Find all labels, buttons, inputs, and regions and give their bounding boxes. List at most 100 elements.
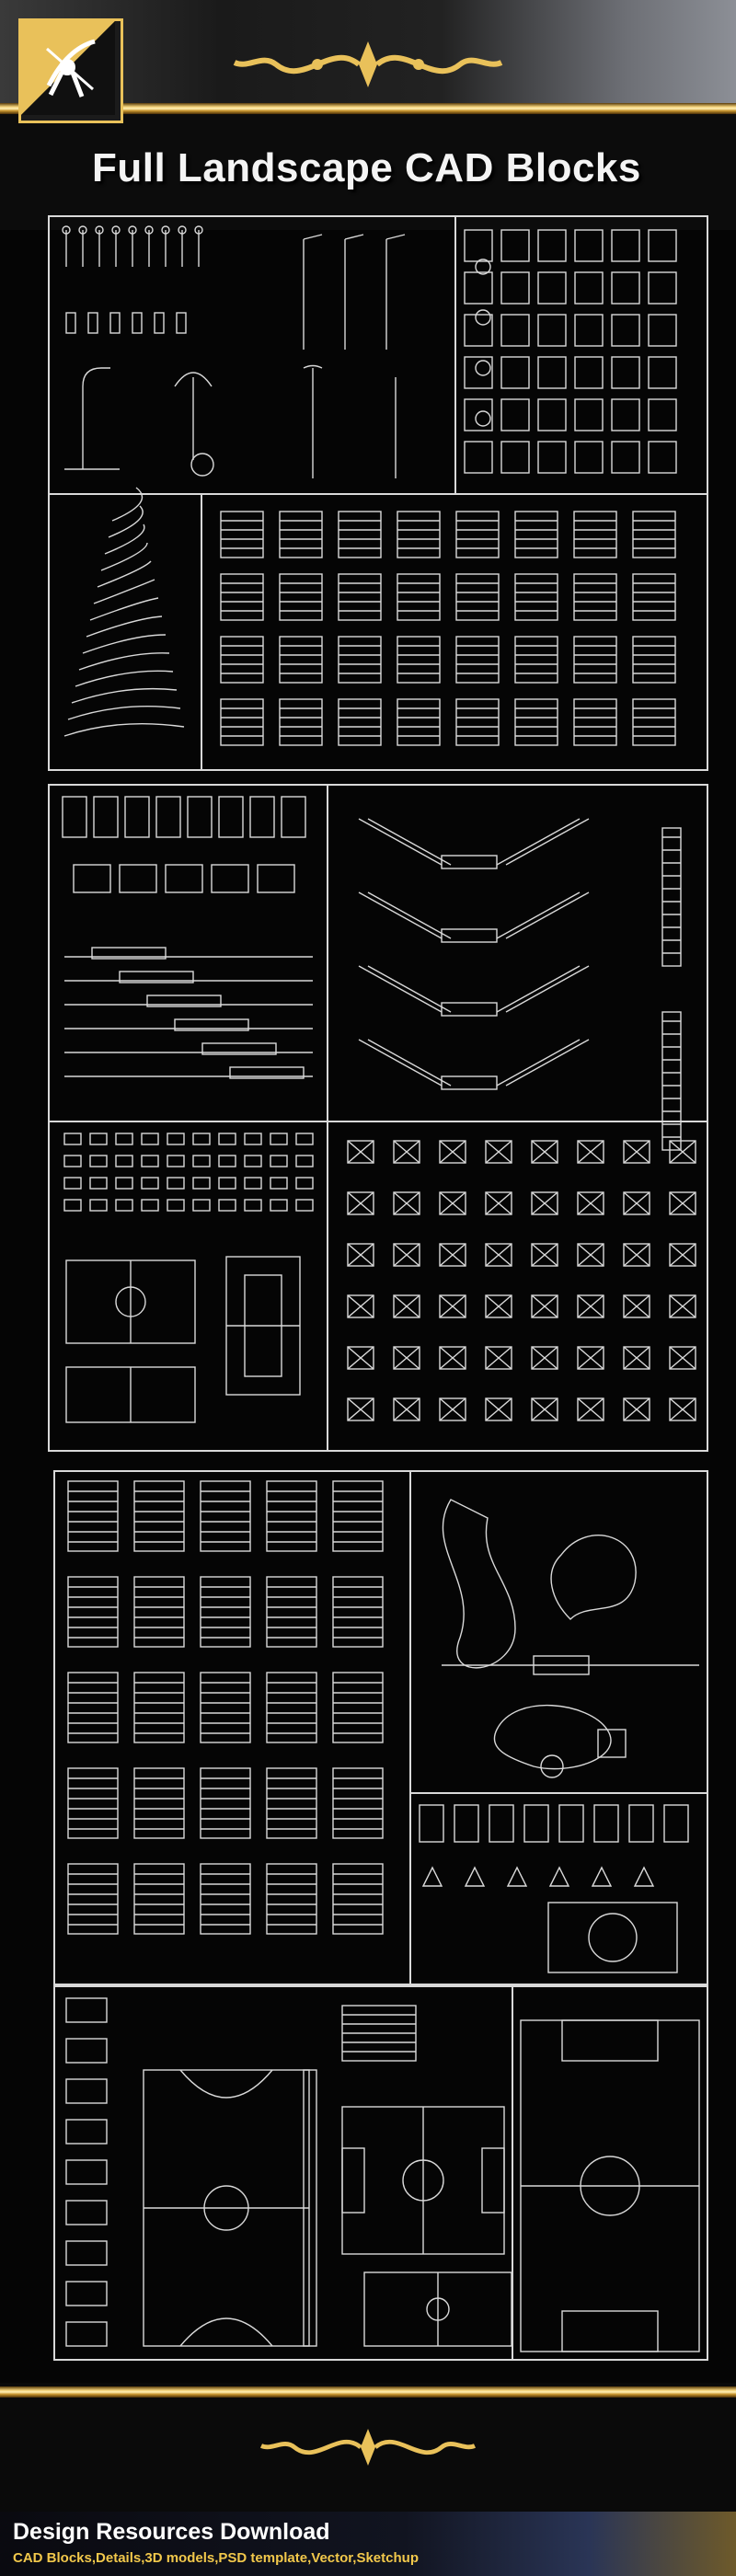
cad-thumbnail-icon (95, 225, 104, 235)
cad-thumbnail-icon (146, 995, 222, 1007)
cad-thumbnail-icon (577, 1346, 604, 1370)
cad-thumbnail-icon (577, 1243, 604, 1267)
cad-thumbnail-icon (161, 225, 170, 235)
cad-thumbnail-icon (154, 312, 165, 334)
panel-divider (327, 784, 328, 1452)
cad-thumbnail-icon (537, 314, 567, 347)
cad-thumbnail-icon (111, 487, 144, 522)
cad-thumbnail-icon (218, 796, 244, 838)
cad-thumbnail-icon (623, 1294, 650, 1318)
cad-thumbnail-icon (397, 573, 441, 621)
cad-thumbnail-icon (577, 1191, 604, 1215)
cad-thumbnail-icon (531, 1346, 558, 1370)
cad-thumbnail-icon (192, 1199, 211, 1212)
cad-thumbnail-icon (82, 367, 110, 387)
cad-thumbnail-icon (229, 1066, 305, 1079)
cad-thumbnail-icon (439, 1397, 466, 1421)
cad-thumbnail-icon (661, 827, 682, 967)
cad-thumbnail-icon (669, 1346, 696, 1370)
cad-thumbnail-icon (439, 1346, 466, 1370)
cad-thumbnail-icon (593, 1804, 619, 1843)
cad-thumbnail-icon (338, 636, 382, 684)
cad-thumbnail-icon (347, 1191, 374, 1215)
cad-thumbnail-icon (119, 971, 194, 983)
cad-thumbnail-icon (176, 312, 187, 334)
cad-thumbnail-icon (537, 398, 567, 431)
cad-thumbnail-icon (475, 410, 491, 427)
cad-thumbnail-icon (550, 1535, 637, 1620)
cad-thumbnail-icon (537, 356, 567, 389)
cad-thumbnail-icon (561, 2310, 659, 2352)
cad-thumbnail-icon (167, 1199, 185, 1212)
cad-thumbnail-icon (220, 636, 264, 684)
cad-thumbnail-icon (455, 698, 500, 746)
cad-thumbnail-icon (332, 1576, 384, 1648)
cad-thumbnail-icon (574, 441, 604, 474)
cad-thumbnail-icon (393, 1294, 420, 1318)
cad-thumbnail-icon (496, 1039, 581, 1087)
cad-thumbnail-icon (485, 1191, 512, 1215)
cad-thumbnail-icon (393, 1243, 420, 1267)
cad-thumbnail-icon (481, 2147, 505, 2214)
cad-thumbnail-icon (266, 1672, 317, 1743)
cad-thumbnail-icon (531, 1243, 558, 1267)
cad-thumbnail-icon (393, 1397, 420, 1421)
cad-thumbnail-icon (669, 1243, 696, 1267)
cad-thumbnail-icon (623, 1243, 650, 1267)
header-gold-bar (0, 103, 736, 114)
cad-thumbnail-icon (167, 1177, 185, 1190)
cad-thumbnail-icon (574, 356, 604, 389)
cad-thumbnail-icon (220, 511, 264, 558)
cad-thumbnail-icon (65, 2321, 108, 2347)
cad-thumbnail-icon (632, 698, 676, 746)
cad-thumbnail-icon (669, 1346, 696, 1370)
cad-thumbnail-icon (86, 615, 163, 638)
cad-thumbnail-icon (464, 398, 493, 431)
cad-thumbnail-icon (347, 1346, 374, 1370)
cad-thumbnail-icon (663, 1804, 689, 1843)
cad-thumbnail-icon (67, 1672, 119, 1743)
cad-thumbnail-icon (580, 2156, 640, 2216)
cad-thumbnail-icon (393, 1397, 420, 1421)
cad-thumbnail-icon (439, 1140, 466, 1164)
cad-thumbnail-icon (347, 1397, 374, 1421)
cad-thumbnail-icon (338, 573, 382, 621)
cad-thumbnail-icon (500, 356, 530, 389)
cad-thumbnail-icon (65, 2200, 108, 2225)
cad-thumbnail-icon (475, 360, 491, 376)
cad-thumbnail-icon (454, 1804, 479, 1843)
cad-thumbnail-icon (266, 1480, 317, 1552)
footer-subtitle: CAD Blocks,Details,3D models,PSD templat… (13, 2550, 419, 2566)
cad-thumbnail-icon (295, 1155, 314, 1167)
cad-thumbnail-icon (393, 1243, 420, 1267)
cad-thumbnail-icon (561, 2019, 659, 2062)
cad-thumbnail-icon (295, 1177, 314, 1190)
cad-thumbnail-icon (531, 1294, 558, 1318)
cad-thumbnail-icon (577, 1140, 604, 1164)
cad-thumbnail-icon (514, 698, 558, 746)
cad-thumbnail-icon (485, 1191, 512, 1215)
cad-thumbnail-icon (295, 1133, 314, 1145)
cad-thumbnail-icon (475, 259, 491, 275)
cad-thumbnail-icon (464, 271, 493, 305)
cad-thumbnail-icon (485, 1397, 512, 1421)
cad-thumbnail-icon (393, 1294, 420, 1318)
cad-thumbnail-icon (439, 1346, 466, 1370)
cad-thumbnail-icon (155, 796, 181, 838)
cad-thumbnail-icon (611, 229, 640, 262)
cad-thumbnail-icon (464, 356, 493, 389)
cad-thumbnail-icon (439, 1294, 466, 1318)
cad-thumbnail-icon (574, 271, 604, 305)
cad-thumbnail-icon (574, 398, 604, 431)
cad-thumbnail-icon (577, 1140, 604, 1164)
cad-thumbnail-icon (611, 398, 640, 431)
cad-thumbnail-icon (485, 1346, 512, 1370)
cad-thumbnail-icon (611, 271, 640, 305)
panel-divider (454, 215, 456, 493)
cad-thumbnail-icon (611, 314, 640, 347)
cad-panel-sports-courts (53, 1985, 708, 2361)
cad-thumbnail-icon (367, 1039, 452, 1087)
cad-thumbnail-icon (648, 398, 677, 431)
cad-thumbnail-icon (270, 1177, 288, 1190)
